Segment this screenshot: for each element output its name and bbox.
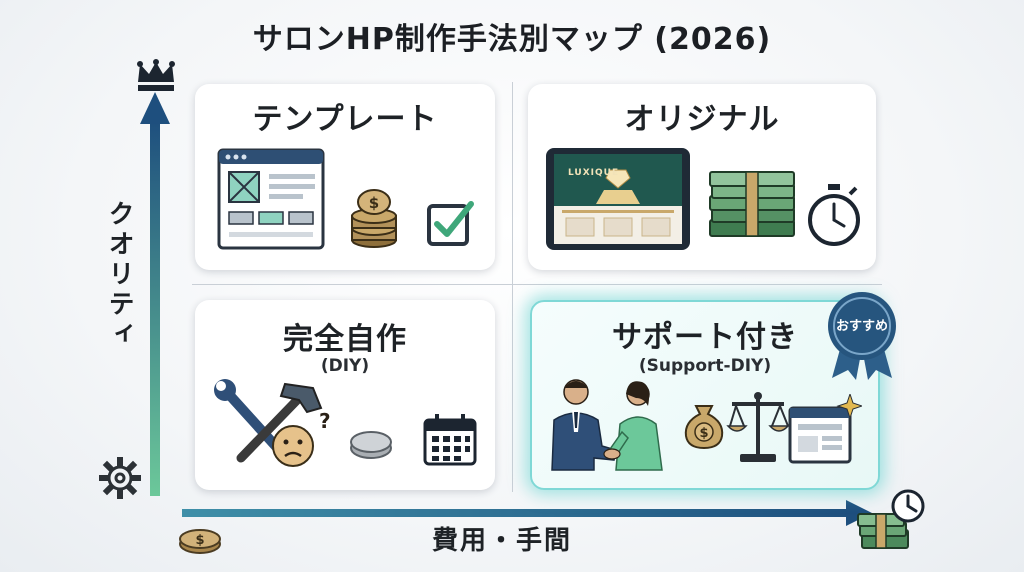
handshake-hands bbox=[603, 448, 621, 460]
businessman-icon bbox=[551, 379, 617, 471]
svg-text:$: $ bbox=[369, 194, 379, 212]
cash-stack-large-icon bbox=[709, 171, 795, 237]
card-diy: 完全自作 (DIY) ? bbox=[195, 300, 495, 490]
hammer-icon bbox=[236, 382, 323, 463]
wrench-icon bbox=[214, 379, 286, 457]
quadrant-divider-vertical bbox=[512, 82, 513, 492]
handshake-people-icon bbox=[551, 379, 663, 471]
svg-text:$: $ bbox=[699, 426, 708, 441]
svg-text:?: ? bbox=[319, 409, 331, 433]
single-coin-icon bbox=[350, 431, 392, 459]
scale-icon bbox=[726, 392, 790, 462]
stopwatch-icon bbox=[808, 184, 860, 246]
card-title: サポート付き bbox=[612, 320, 798, 355]
tablet-icon bbox=[546, 148, 690, 250]
x-axis-arrow bbox=[182, 500, 872, 526]
webpage-sparkle-icon bbox=[788, 394, 862, 464]
sparkle-icon bbox=[836, 394, 862, 420]
page-title: サロンHP制作手法別マップ (2026) bbox=[252, 22, 772, 57]
quadrant-divider-horizontal bbox=[192, 284, 882, 285]
card-title: オリジナル bbox=[624, 102, 780, 137]
webpage-template-icon bbox=[217, 148, 325, 250]
card-original: オリジナル LUXIQUE bbox=[528, 84, 876, 270]
y-axis-label: クオリティ bbox=[104, 200, 134, 350]
recommend-badge bbox=[828, 292, 896, 380]
x-axis-label: 費用・手間 bbox=[431, 526, 572, 556]
card-title: 完全自作 bbox=[283, 322, 407, 357]
coin-stack-icon: $ bbox=[351, 189, 397, 248]
gear-icon bbox=[99, 457, 141, 499]
coin-bag-icon: $ bbox=[684, 405, 724, 450]
wrench-hammer-icon: ? bbox=[214, 379, 331, 467]
crown-icon bbox=[137, 59, 175, 91]
cash-clock-icon bbox=[857, 489, 925, 549]
coin-icon: $ bbox=[179, 529, 221, 554]
confused-face-icon: ? bbox=[272, 409, 331, 467]
card-support-diy: サポート付き (Support-DIY) $ bbox=[530, 300, 880, 490]
clock-icon bbox=[891, 489, 925, 523]
card-subtitle: (DIY) bbox=[320, 356, 370, 376]
y-axis-arrow bbox=[140, 92, 170, 496]
svg-text:$: $ bbox=[195, 533, 204, 548]
card-subtitle: (Support-DIY) bbox=[638, 356, 772, 376]
checkbox-icon bbox=[427, 201, 474, 246]
recommend-badge-label: おすすめ bbox=[835, 319, 888, 334]
card-title: テンプレート bbox=[252, 102, 438, 137]
tablet-brand-text: LUXIQUE bbox=[568, 168, 620, 178]
calendar-icon bbox=[423, 414, 477, 466]
card-template: テンプレート $ bbox=[195, 84, 495, 270]
